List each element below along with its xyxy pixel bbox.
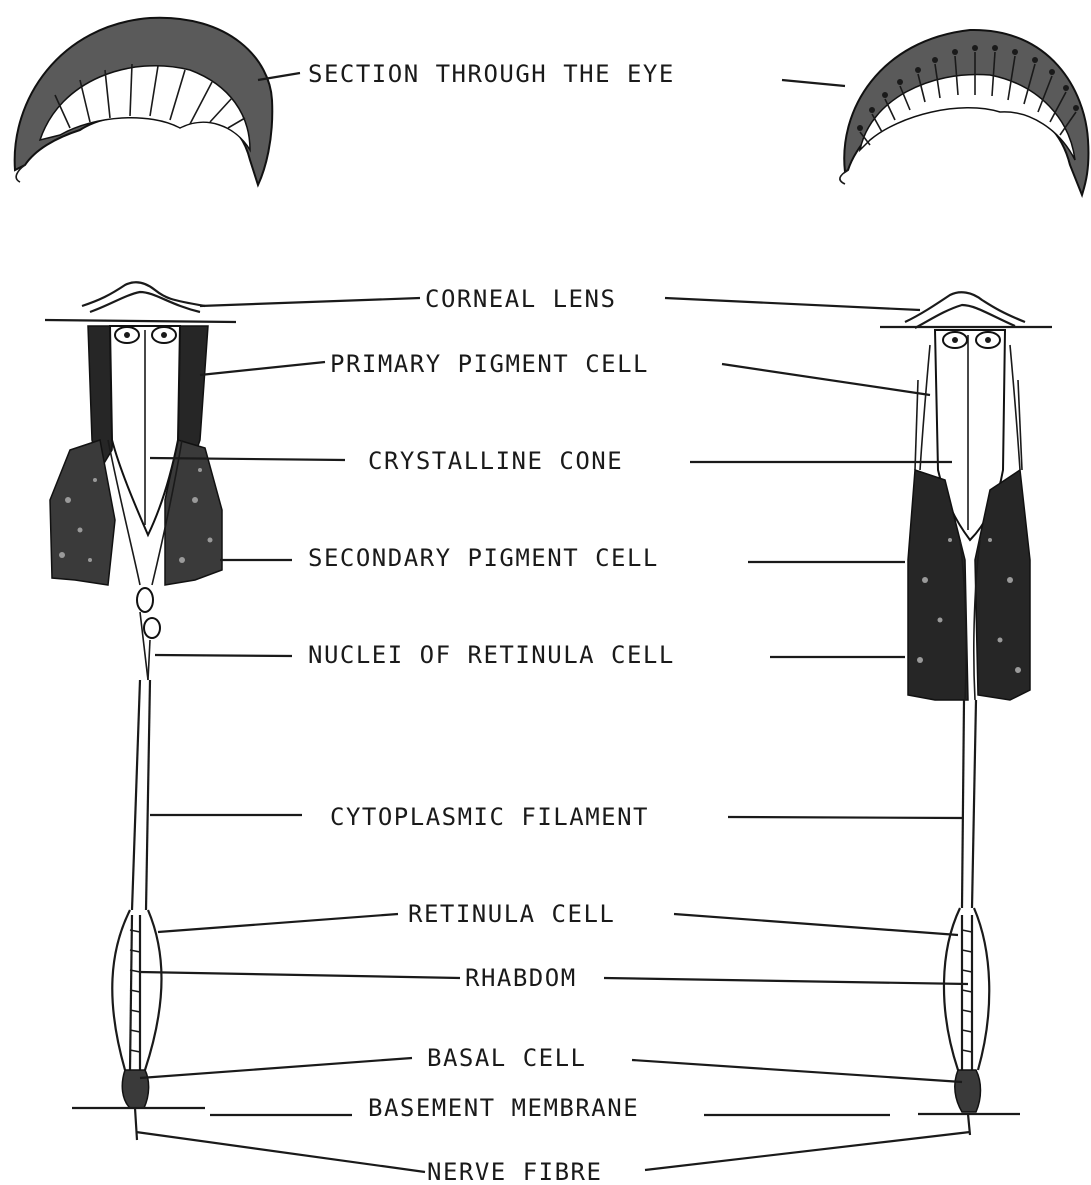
eye-section-left	[15, 18, 273, 185]
label-retinula-cell: RETINULA CELL	[408, 900, 615, 928]
eye-section-right	[840, 30, 1089, 195]
label-basal-cell: BASAL CELL	[427, 1044, 587, 1072]
label-corneal-lens: CORNEAL LENS	[425, 285, 616, 313]
ommatidium-left	[45, 282, 236, 1140]
leader-lines	[136, 298, 970, 1172]
ommatidium-right	[880, 292, 1052, 1135]
label-primary-pigment-cell: PRIMARY PIGMENT CELL	[330, 350, 649, 378]
label-rhabdom: RHABDOM	[465, 964, 577, 992]
label-secondary-pigment-cell: SECONDARY PIGMENT CELL	[308, 544, 659, 572]
leader-section-right	[782, 80, 845, 86]
label-crystalline-cone: CRYSTALLINE CONE	[368, 447, 623, 475]
label-section-through-the-eye: SECTION THROUGH THE EYE	[308, 60, 675, 88]
label-nerve-fibre: NERVE FIBRE	[427, 1158, 602, 1185]
label-basement-membrane: BASEMENT MEMBRANE	[368, 1094, 639, 1122]
label-nuclei-of-retinula-cell: NUCLEI OF RETINULA CELL	[308, 641, 675, 669]
label-cytoplasmic-filament: CYTOPLASMIC FILAMENT	[330, 803, 649, 831]
